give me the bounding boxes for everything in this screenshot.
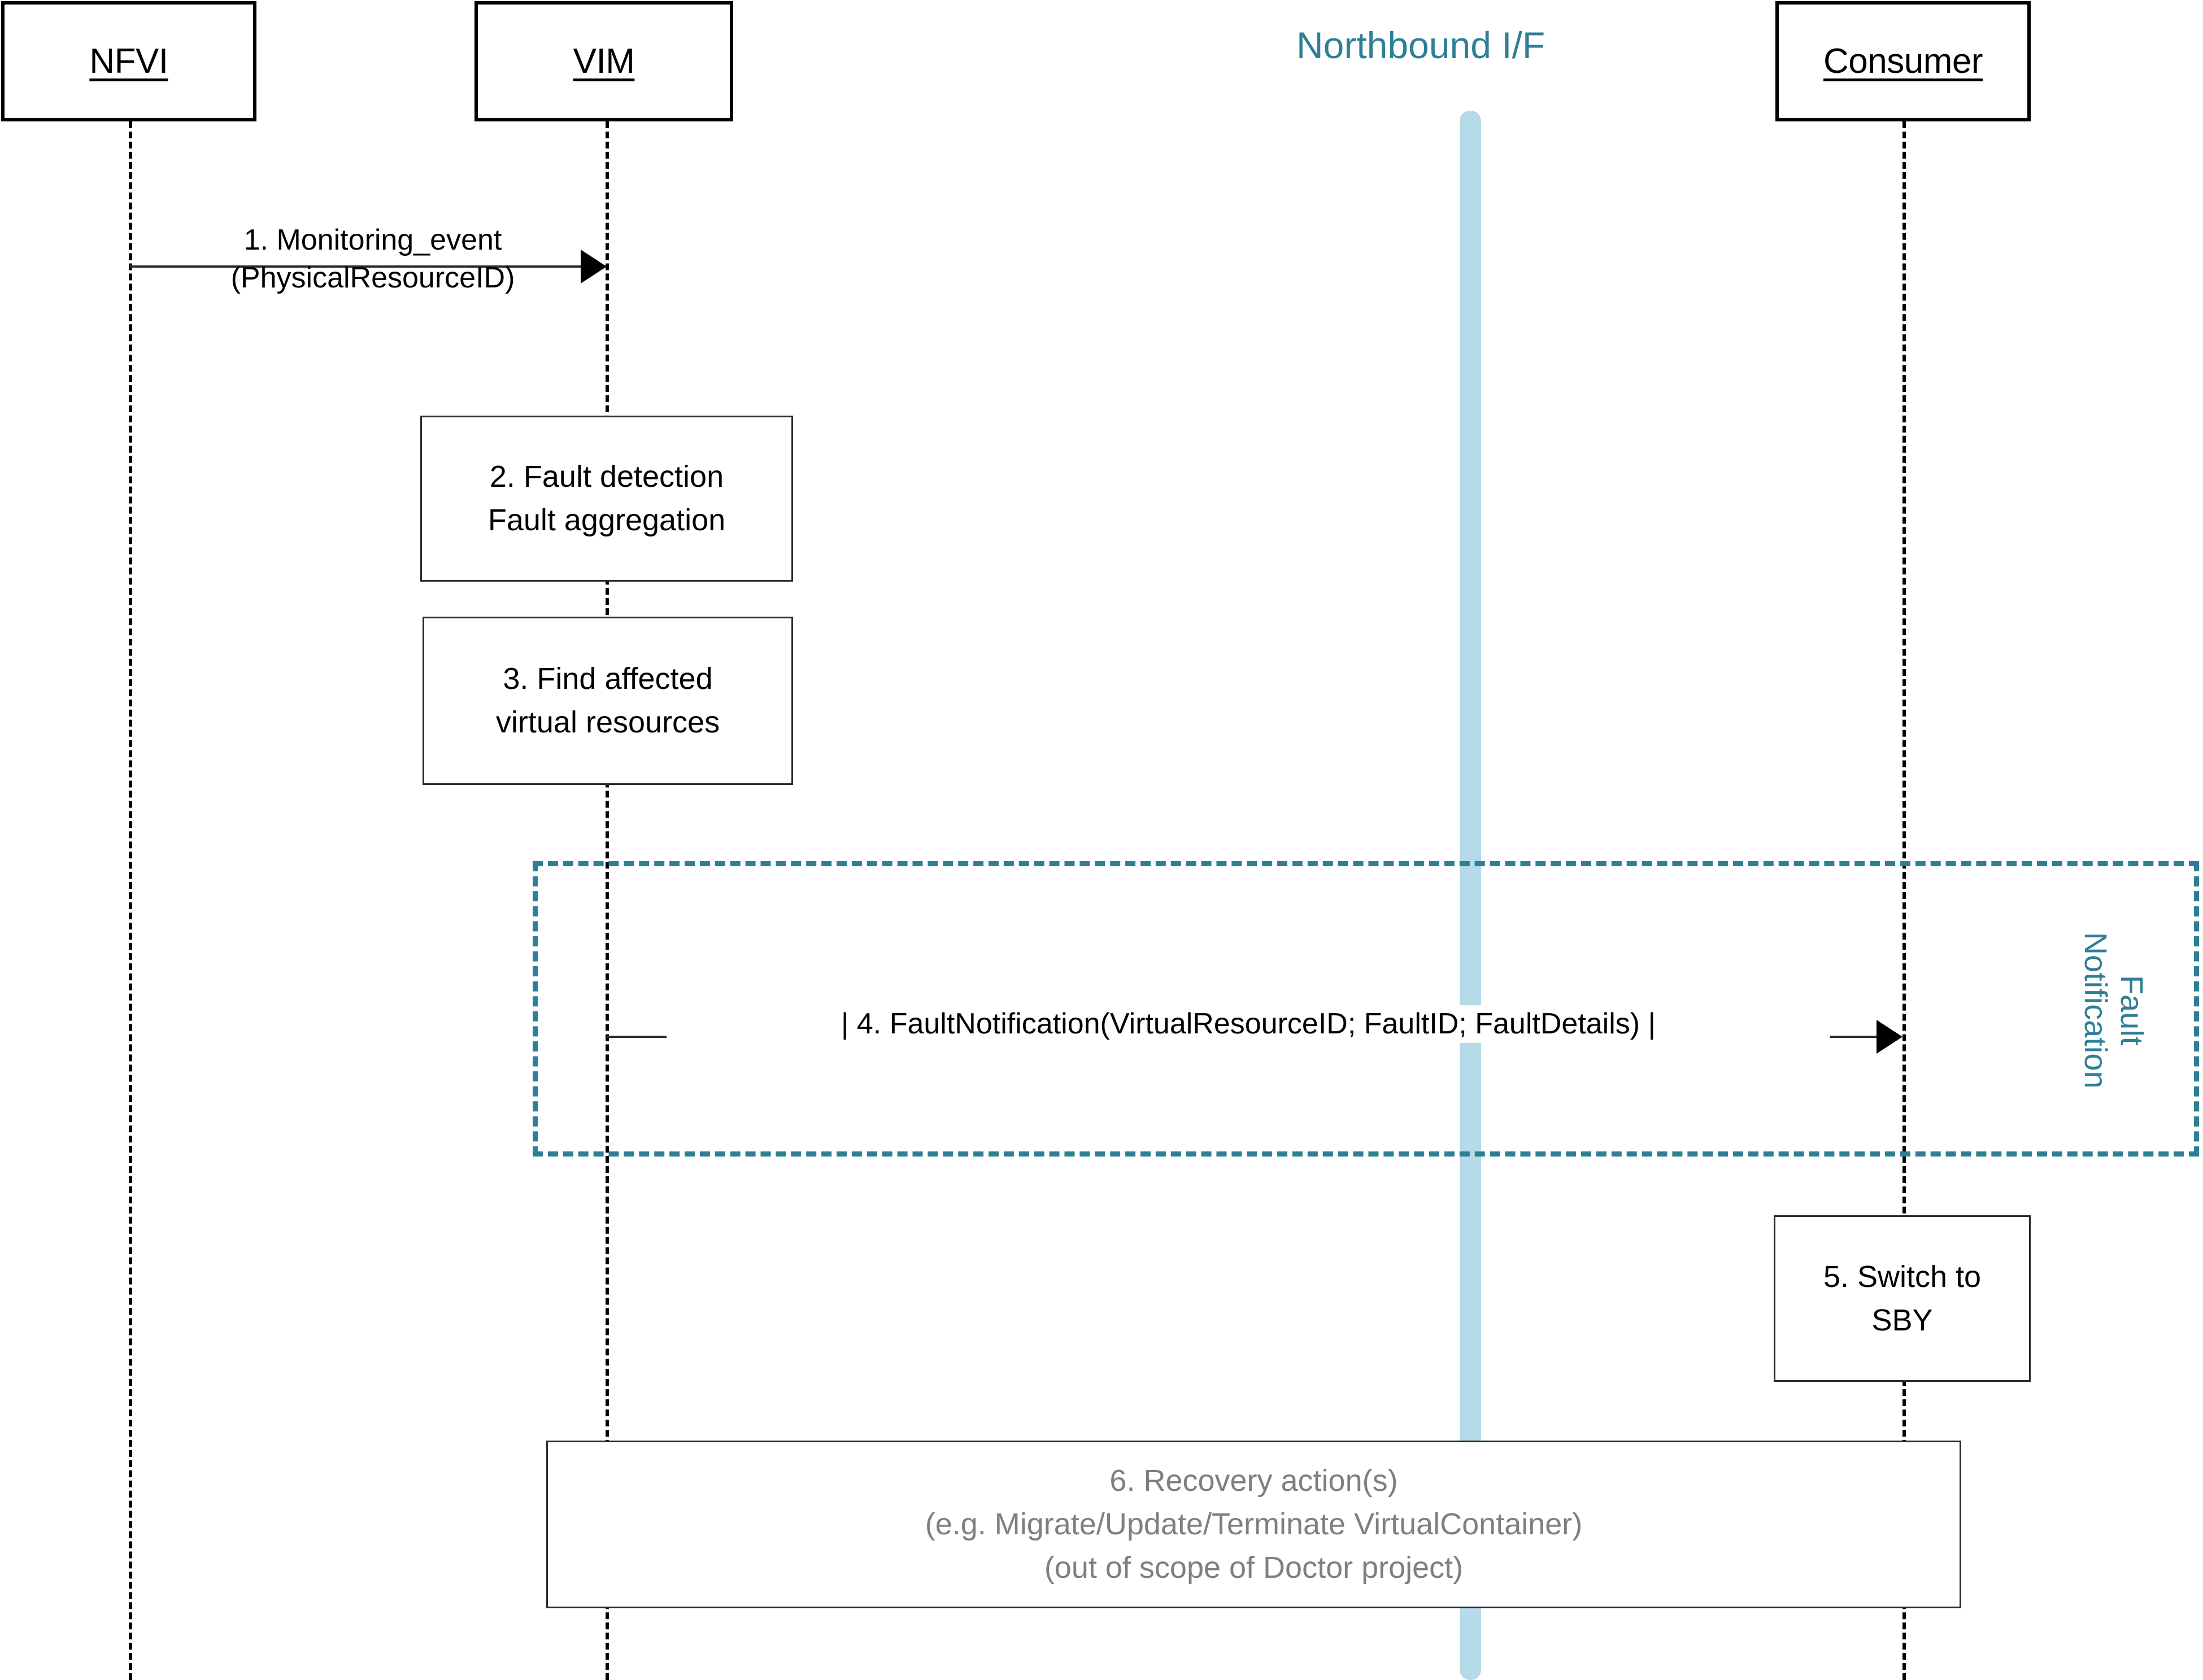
message-label-fault-notification: | 4. FaultNotification(VirtualResourceID… bbox=[667, 1005, 1830, 1043]
message-label-monitoring-event: 1. Monitoring_event (PhysicalResourceID) bbox=[164, 221, 582, 296]
fragment-label-line-1: Fault bbox=[2114, 975, 2150, 1046]
participant-label-consumer: Consumer bbox=[1823, 42, 1983, 81]
action-line-3: (out of scope of Doctor project) bbox=[1044, 1550, 1464, 1585]
action-box-fault-detection[interactable]: 2. Fault detection Fault aggregation bbox=[420, 416, 793, 582]
action-box-switch-to-sby[interactable]: 5. Switch to SBY bbox=[1774, 1215, 2031, 1382]
action-line-2: SBY bbox=[1871, 1303, 1933, 1337]
action-line-2: Fault aggregation bbox=[487, 503, 726, 537]
message-arrowhead-monitoring-event bbox=[581, 250, 607, 283]
northbound-interface-bar bbox=[1460, 111, 1481, 1680]
participant-box-consumer[interactable]: Consumer bbox=[1775, 1, 2031, 121]
action-box-find-affected-resources[interactable]: 3. Find affected virtual resources bbox=[423, 617, 793, 785]
lifeline-nfvi bbox=[129, 121, 132, 1680]
message-label-line-2: (PhysicalResourceID) bbox=[230, 261, 515, 294]
message-label-line-1: | 4. FaultNotification(VirtualResourceID… bbox=[841, 1007, 1656, 1040]
action-box-recovery-actions[interactable]: 6. Recovery action(s) (e.g. Migrate/Upda… bbox=[546, 1441, 1961, 1608]
fragment-fault-notification bbox=[533, 861, 2199, 1157]
action-line-1: 2. Fault detection bbox=[489, 460, 724, 494]
fragment-label-line-2: Notification bbox=[2078, 932, 2114, 1089]
message-arrowhead-fault-notification bbox=[1877, 1020, 1902, 1054]
northbound-interface-title: Northbound I/F bbox=[1296, 24, 1545, 66]
message-label-line-1: 1. Monitoring_event bbox=[243, 224, 502, 256]
action-line-1: 3. Find affected bbox=[503, 662, 713, 696]
fragment-label-fault-notification: Fault Notification bbox=[2026, 909, 2150, 1112]
action-line-2: (e.g. Migrate/Update/Terminate VirtualCo… bbox=[925, 1507, 1583, 1542]
message-line-monitoring-event bbox=[130, 265, 582, 268]
participant-box-vim[interactable]: VIM bbox=[474, 1, 733, 121]
participant-box-nfvi[interactable]: NFVI bbox=[1, 1, 256, 121]
action-line-1: 5. Switch to bbox=[1823, 1259, 1982, 1294]
lifeline-consumer bbox=[1902, 121, 1906, 1680]
action-line-2: virtual resources bbox=[495, 705, 720, 739]
participant-label-nfvi: NFVI bbox=[89, 42, 168, 81]
action-line-1: 6. Recovery action(s) bbox=[1109, 1464, 1398, 1498]
participant-label-vim: VIM bbox=[573, 42, 635, 81]
lifeline-vim bbox=[606, 121, 609, 1680]
